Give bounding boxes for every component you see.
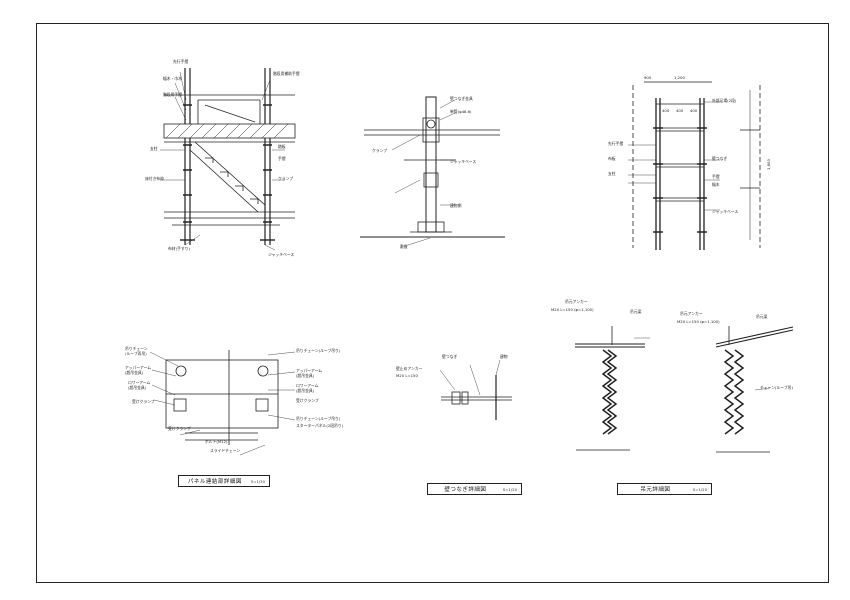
elevation-dim-3: 400 [676, 108, 684, 113]
panel-label-10: ロワーアーム [296, 383, 318, 388]
scaffold-elevation [628, 81, 761, 250]
hang-right-label-1: M20 L=150 (φ=1,100) [677, 319, 720, 324]
hang-title: 吊元詳細図 [640, 487, 671, 493]
wall-tie-label-3: ジャッキベース [450, 159, 476, 164]
panel-label-15: ボルト(M12) [205, 439, 228, 444]
elevation-vertical-dim: 1,800 [766, 159, 771, 170]
tie-detail-label-2: M20 L=150 [396, 373, 418, 378]
elevation-label-6: 幅木 [712, 182, 720, 187]
scaffold-label-1: 幅木・巾木 [163, 76, 182, 81]
elevation-label-5: 手摺 [712, 174, 720, 179]
panel-scale: S=1/30 [250, 478, 265, 484]
elevation-label-7: ジャッキベース [712, 209, 738, 214]
panel-label-0: 吊りチェーン [125, 346, 148, 351]
hang-left-label-2: 吊元梁 [630, 309, 642, 314]
hang-scale: S=1/20 [692, 486, 707, 492]
drawing-frame [36, 23, 829, 583]
elevation-label-0: 外部足場(2段) [712, 98, 737, 103]
panel-label-13: 吊りチェーン(ループ吊り) [296, 416, 341, 421]
scaffold-label-4: 支柱 [150, 146, 158, 151]
wall-tie-label-1: 単管(φ48.6) [450, 109, 472, 114]
panel-label-1: (ループ両吊) [125, 351, 147, 356]
elevation-label-3: 支柱 [608, 171, 616, 176]
hanging-detail-drawing [575, 326, 794, 453]
wall-tie-label-5: 敷板 [400, 244, 408, 249]
scaffold-label-9: 布材(手すり) [168, 246, 190, 251]
panel-label-7: 吊りチェーン(ループ吊り) [296, 348, 341, 353]
panel-label-12: 受けクランプ [296, 398, 319, 403]
scaffold-label-2: 階段用手摺 [163, 92, 182, 97]
elevation-dim-1: 1,200 [674, 75, 685, 80]
scaffold-label-8: クランプ [278, 176, 293, 181]
panel-label-9: (超吊金具) [296, 373, 315, 378]
wall-tie-label-2: クランプ [372, 148, 387, 153]
tie-title: 壁つなぎ詳細図 [444, 487, 487, 493]
panel-label-5: (超吊金具) [128, 385, 147, 390]
panel-label-14: スターターパネル(2段吊り) [296, 423, 344, 428]
tie-detail-label-3: 建物 [500, 354, 508, 359]
wall-tie-label-4: 建物側 [450, 203, 462, 208]
hang-left-label-1: M20 L=150 (φ=1,100) [551, 307, 594, 312]
panel-title: パネル連結部詳細図 [187, 479, 242, 485]
hang-left-label-0: 吊元アンカー [565, 299, 588, 304]
panel-label-6: 受けクランプ [132, 399, 155, 404]
scaffold-stair-section [160, 68, 296, 251]
tie-title-block: 壁つなぎ詳細図 S=1/20 [427, 483, 522, 495]
panel-connection-detail [149, 350, 296, 456]
panel-label-17: スライドチェーン [210, 448, 240, 453]
panel-label-4: ロワーアーム [128, 380, 150, 385]
panel-label-11: (超吊金具) [296, 388, 315, 393]
hang-right-label-2: 吊元梁 [756, 314, 768, 319]
elevation-label-2: 布板 [608, 156, 616, 161]
panel-label-2: アッパーアーム [125, 365, 151, 370]
scaffold-label-6: 手摺 [278, 156, 286, 161]
tie-detail-label-0: 壁つなぎ [442, 354, 457, 359]
tie-scale: S=1/20 [502, 486, 517, 492]
tie-detail-drawing [439, 359, 512, 420]
scaffold-label-0: 先行手摺 [173, 59, 188, 64]
scaffold-label-5: 踏板 [278, 144, 286, 149]
scaffold-label-10: ジャッキベース [268, 252, 294, 257]
wall-tie-label-0: 壁つなぎ金具 [450, 96, 473, 101]
scaffold-label-3: 階段用補助手摺 [273, 71, 300, 76]
elevation-dim-4: 400 [690, 108, 698, 113]
elevation-label-4: 壁つなぎ [712, 156, 727, 161]
scaffold-label-7: 床付き布枠 [145, 176, 164, 181]
panel-label-3: (超吊金具) [125, 370, 144, 375]
panel-label-16: 受けクランプ [168, 426, 191, 431]
panel-title-block: パネル連結部詳細図 S=1/30 [178, 475, 270, 487]
hang-title-block: 吊元詳細図 S=1/20 [617, 483, 712, 495]
wall-tie-section [360, 96, 505, 247]
tie-detail-label-1: 壁止めアンカー [396, 366, 423, 371]
panel-label-8: アッパーアーム [296, 368, 322, 373]
elevation-dim-2: 400 [662, 108, 670, 113]
hang-chain-label: チェーン(ループ吊) [760, 385, 793, 390]
elevation-dim-0: 900 [644, 75, 652, 80]
hang-right-label-0: 吊元アンカー [680, 311, 703, 316]
elevation-label-1: 先行手摺 [608, 141, 623, 146]
